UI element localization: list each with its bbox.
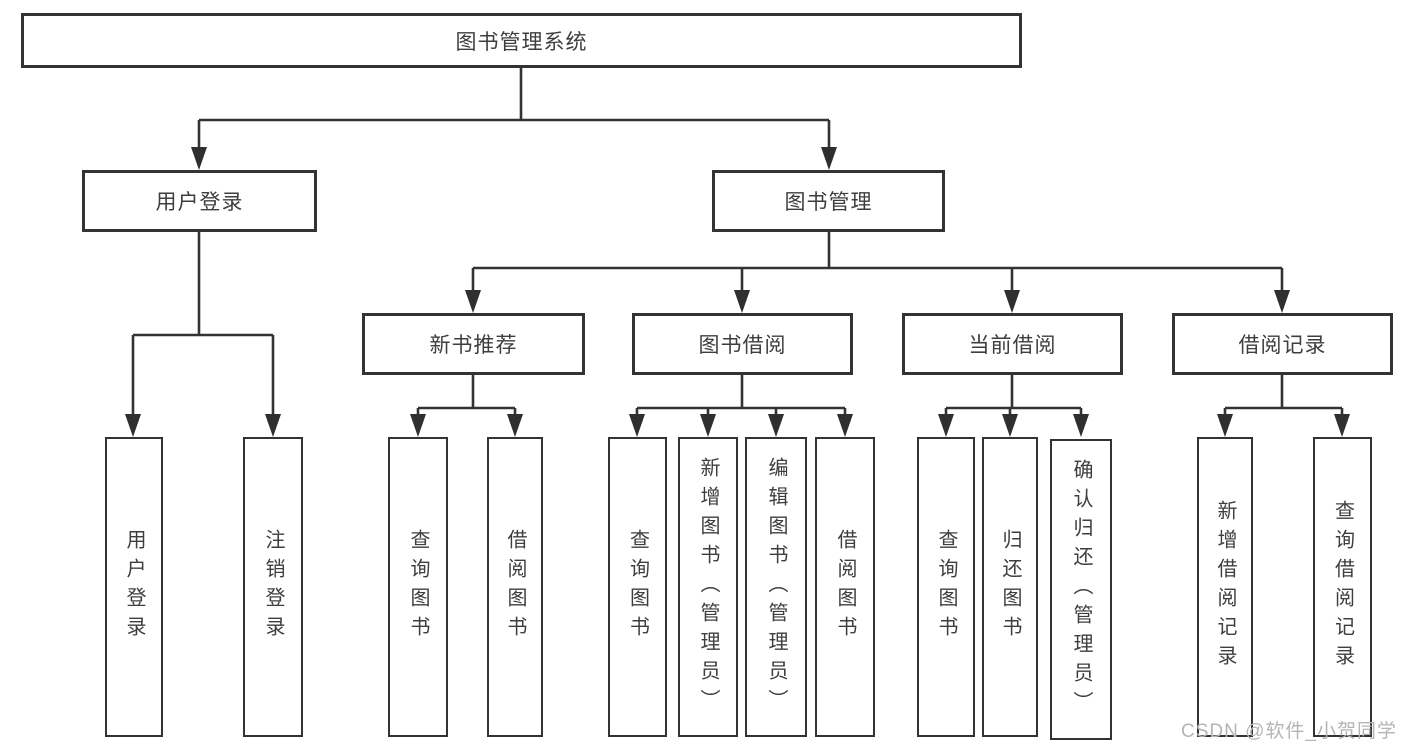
leaf-borrow-book-borrow-label: 借阅图书 <box>834 529 856 645</box>
node-new-book-recommend: 新书推荐 <box>362 313 585 375</box>
leaf-edit-book-admin-label: 编辑图书（管理员） <box>765 456 787 718</box>
leaf-query-borrow-record: 查询借阅记录 <box>1313 437 1372 737</box>
leaf-add-borrow-record-label: 新增借阅记录 <box>1214 500 1236 674</box>
leaf-logout-login-label: 注销登录 <box>262 529 284 645</box>
node-root-system-label: 图书管理系统 <box>455 30 588 54</box>
leaf-confirm-return-admin-label: 确认归还（管理员） <box>1070 459 1092 720</box>
leaf-borrow-book-recommend-label: 借阅图书 <box>504 529 526 645</box>
leaf-confirm-return-admin: 确认归还（管理员） <box>1050 439 1112 740</box>
leaf-logout-login: 注销登录 <box>243 437 303 737</box>
leaf-add-book-admin-label: 新增图书（管理员） <box>697 456 719 718</box>
node-user-login-label: 用户登录 <box>155 191 244 214</box>
leaf-return-book-label: 归还图书 <box>999 529 1021 645</box>
node-current-borrow-label: 当前借阅 <box>968 334 1057 357</box>
csdn-watermark: CSDN @软件_小贺同学 <box>1181 721 1397 742</box>
leaf-borrow-book-borrow: 借阅图书 <box>815 437 875 737</box>
leaf-query-book-borrow-label: 查询图书 <box>626 529 649 645</box>
node-book-borrow-label: 图书借阅 <box>698 334 787 357</box>
leaf-edit-book-admin: 编辑图书（管理员） <box>745 437 807 737</box>
leaf-return-book: 归还图书 <box>982 437 1038 737</box>
leaf-add-book-admin: 新增图书（管理员） <box>678 437 738 737</box>
node-user-login: 用户登录 <box>82 170 317 232</box>
leaf-query-book-borrow: 查询图书 <box>608 437 667 737</box>
node-book-borrow: 图书借阅 <box>632 313 853 375</box>
node-current-borrow: 当前借阅 <box>902 313 1123 375</box>
node-book-management: 图书管理 <box>712 170 945 232</box>
leaf-query-book-current: 查询图书 <box>917 437 975 737</box>
node-new-book-recommend-label: 新书推荐 <box>429 334 518 357</box>
leaf-user-login: 用户登录 <box>105 437 163 737</box>
node-borrow-records-label: 借阅记录 <box>1238 334 1327 357</box>
leaf-query-book-recommend: 查询图书 <box>388 437 448 737</box>
leaf-borrow-book-recommend: 借阅图书 <box>487 437 543 737</box>
leaf-add-borrow-record: 新增借阅记录 <box>1197 437 1253 737</box>
leaf-query-book-current-label: 查询图书 <box>935 529 957 645</box>
node-book-management-label: 图书管理 <box>784 191 873 214</box>
node-root-system: 图书管理系统 <box>21 13 1022 68</box>
leaf-query-borrow-record-label: 查询借阅记录 <box>1331 500 1354 674</box>
leaf-query-book-recommend-label: 查询图书 <box>407 529 429 645</box>
node-borrow-records: 借阅记录 <box>1172 313 1393 375</box>
leaf-user-login-label: 用户登录 <box>123 529 145 645</box>
